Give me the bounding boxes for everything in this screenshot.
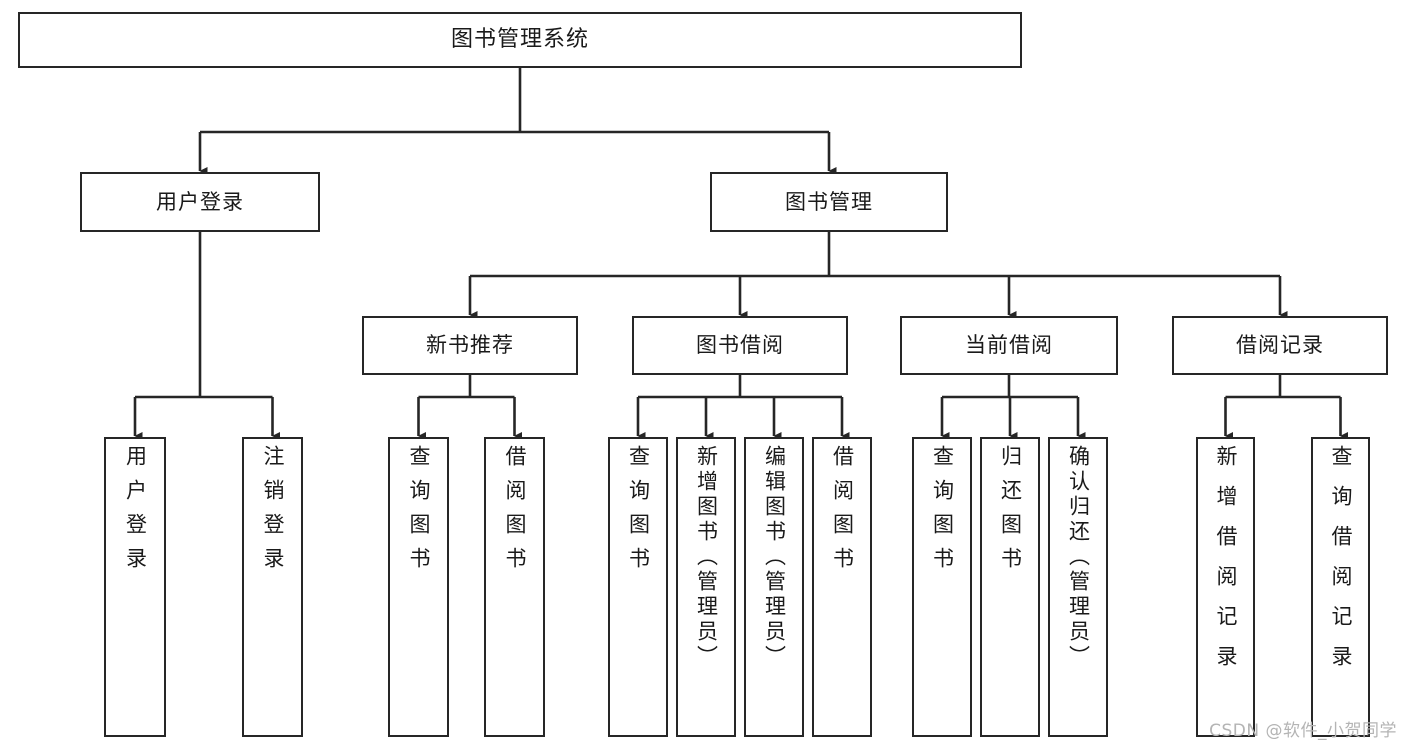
edge-path-group	[133, 68, 1349, 441]
node-login[interactable]: 用户登录	[80, 172, 320, 232]
node-label: 借阅记录	[1236, 333, 1324, 358]
node-label: 编辑图书（管理员）	[762, 445, 787, 670]
node-leaf-bor-2[interactable]: 新增图书（管理员）	[676, 437, 736, 737]
node-label: 图书管理系统	[450, 27, 589, 53]
node-leaf-cur-1[interactable]: 查询图书	[912, 437, 972, 737]
node-borrow[interactable]: 图书借阅	[632, 316, 848, 375]
node-root[interactable]: 图书管理系统	[18, 12, 1022, 68]
node-label: 注销登录	[261, 445, 285, 581]
node-newbook[interactable]: 新书推荐	[362, 316, 578, 375]
node-leaf-rec-1[interactable]: 新增借阅记录	[1196, 437, 1255, 737]
node-label: 借阅图书	[830, 445, 855, 581]
node-leaf-cur-3[interactable]: 确认归还（管理员）	[1048, 437, 1108, 737]
node-label: 查询图书	[626, 445, 651, 581]
node-label: 当前借阅	[965, 333, 1053, 358]
node-leaf-login-1[interactable]: 用户登录	[104, 437, 166, 737]
node-current[interactable]: 当前借阅	[900, 316, 1118, 375]
node-label: 用户登录	[156, 189, 244, 214]
node-records[interactable]: 借阅记录	[1172, 316, 1388, 375]
node-label: 新书推荐	[426, 333, 514, 358]
node-leaf-new-1[interactable]: 查询图书	[388, 437, 449, 737]
node-label: 查询图书	[407, 445, 431, 581]
node-label: 查询图书	[930, 445, 955, 581]
node-label: 确认归还（管理员）	[1066, 445, 1091, 670]
node-label: 查询借阅记录	[1329, 445, 1353, 685]
node-leaf-cur-2[interactable]: 归还图书	[980, 437, 1040, 737]
node-label: 图书管理	[785, 189, 873, 214]
node-label: 用户登录	[123, 445, 148, 581]
node-leaf-bor-3[interactable]: 编辑图书（管理员）	[744, 437, 804, 737]
watermark-label: CSDN @软件_小贺同学	[1209, 721, 1397, 741]
node-label: 新增借阅记录	[1214, 445, 1238, 685]
node-bookmgmt[interactable]: 图书管理	[710, 172, 948, 232]
node-label: 图书借阅	[696, 333, 784, 358]
node-label: 新增图书（管理员）	[694, 445, 719, 670]
node-label: 归还图书	[998, 445, 1023, 581]
node-leaf-rec-2[interactable]: 查询借阅记录	[1311, 437, 1370, 737]
node-leaf-new-2[interactable]: 借阅图书	[484, 437, 545, 737]
node-leaf-bor-4[interactable]: 借阅图书	[812, 437, 872, 737]
node-leaf-bor-1[interactable]: 查询图书	[608, 437, 668, 737]
node-label: 借阅图书	[503, 445, 527, 581]
node-leaf-login-2[interactable]: 注销登录	[242, 437, 303, 737]
